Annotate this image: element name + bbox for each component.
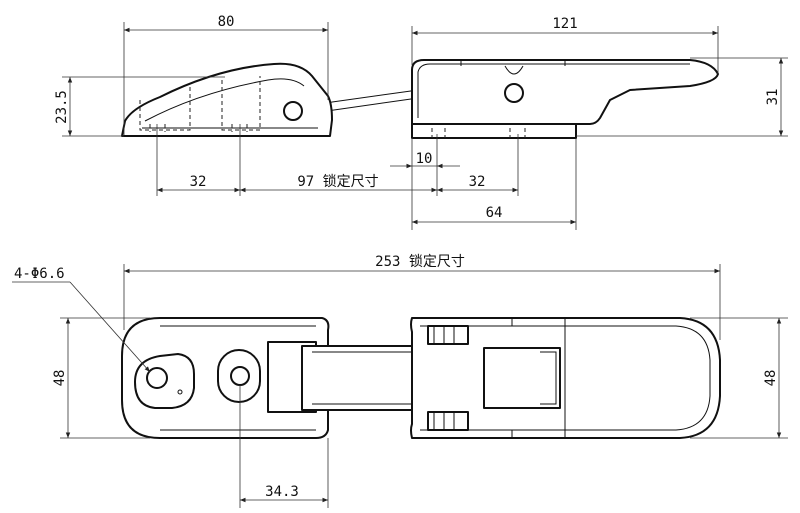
side-hook-hole [504,83,524,103]
side-pivot-hole [283,101,303,121]
side-rod [317,89,419,113]
dim-32-right-label: 32 [469,174,486,190]
dim-32-left-label: 32 [190,174,207,190]
dim-hook-offset: 10 [390,138,460,230]
dim-48-right-label: 48 [763,370,779,387]
dim-80-label: 80 [218,14,235,30]
dim-hole-chain: 32 97 锁定尺寸 32 [156,124,519,196]
dim-side-length: 80 [123,14,329,135]
side-keeper-base [411,123,577,139]
dim-mount-holes-label: 4-Φ6.6 [14,266,65,282]
top-view: 253 锁定尺寸 4-Φ6.6 48 48 34.3 [12,254,788,508]
top-hook-latch-window [483,347,561,409]
dim-hook-height: 31 [576,57,788,137]
dim-keeper-length: 64 [412,138,577,230]
side-lever-body [121,62,333,137]
dim-10-label: 10 [416,151,433,167]
dim-23-5-label: 23.5 [54,90,70,124]
dim-hook-length: 121 [411,16,719,74]
dim-97-label: 97 锁定尺寸 [297,174,378,190]
dim-top-hole-spacing: 34.3 [239,385,329,508]
side-hook [411,59,719,139]
dim-31-label: 31 [765,89,781,106]
dim-total-length: 253 锁定尺寸 [123,254,721,340]
top-hook-body [410,317,721,439]
dim-width-right: 48 [690,317,788,439]
dim-253-label: 253 锁定尺寸 [375,254,465,270]
side-view: 80 23.5 121 31 [54,14,788,230]
dim-mount-holes: 4-Φ6.6 [12,266,151,373]
dim-width-left: 48 [52,317,150,439]
dim-64-label: 64 [486,205,503,221]
top-hole-right [230,366,250,386]
top-hole-left [146,367,168,389]
dim-34-3-label: 34.3 [265,484,299,500]
dim-side-height: 23.5 [54,76,225,137]
dim-121-label: 121 [552,16,577,32]
dim-48-left-label: 48 [52,370,68,387]
